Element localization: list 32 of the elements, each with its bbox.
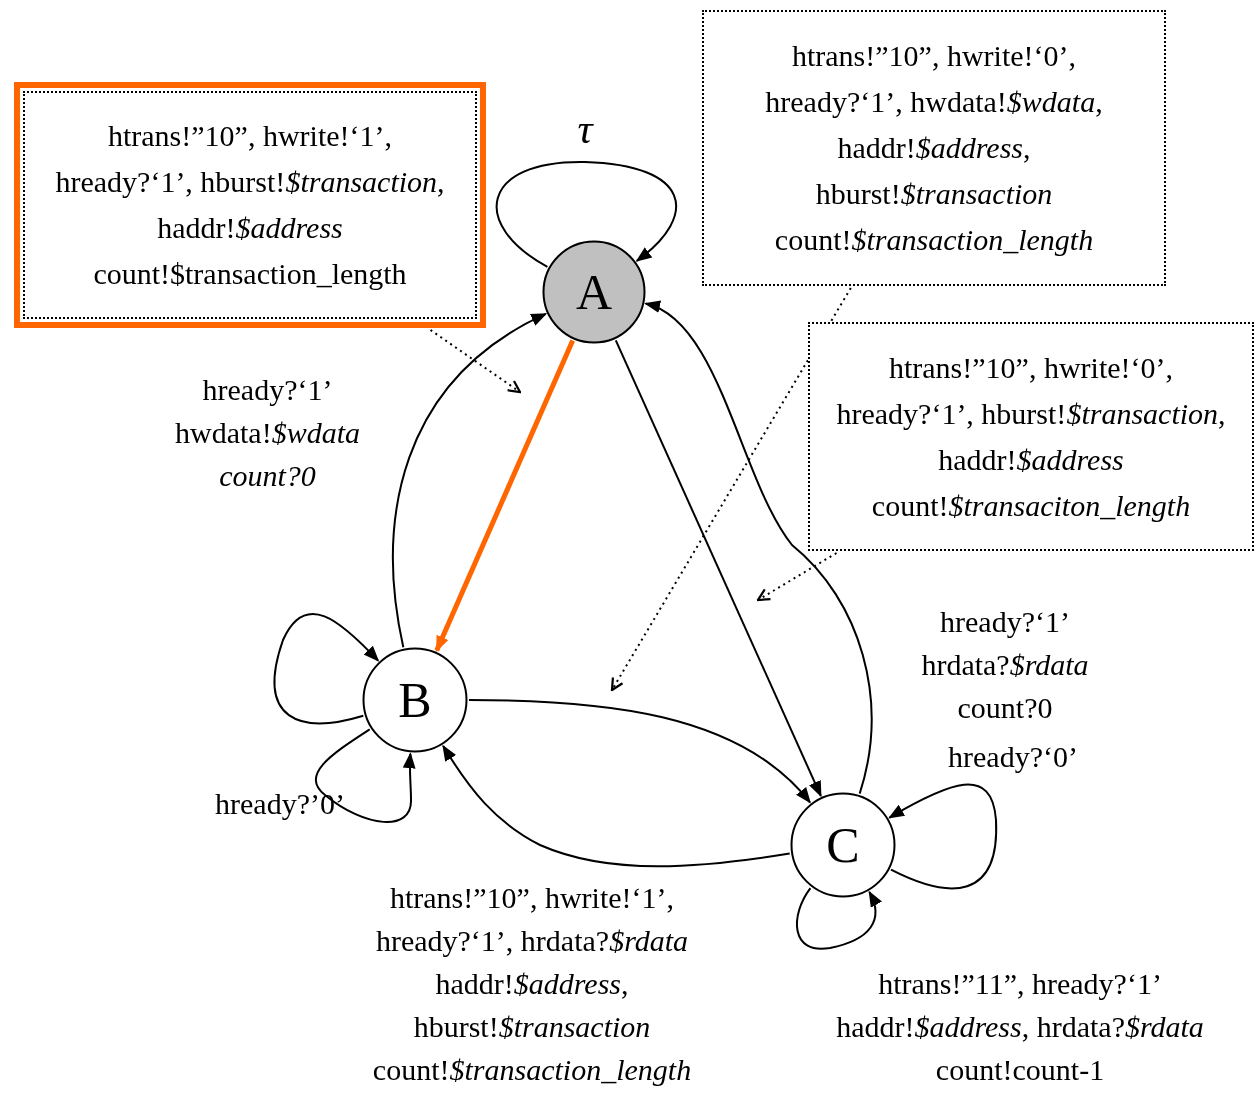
arrow (442, 744, 791, 868)
arrow (392, 312, 548, 649)
edge-label: htrans!”11”, hready?‘1’ haddr!$address, hrdata?$rdata count!count-1 (835, 966, 1205, 1088)
state-circle (362, 647, 468, 753)
arrow (468, 699, 811, 804)
self-loop-arrow (795, 887, 882, 950)
state-label: B (398, 675, 432, 725)
state-label: A (575, 267, 613, 317)
self-loop-arrow (273, 613, 380, 725)
leader-line (610, 287, 852, 692)
edge-label: hready?’0’ (214, 786, 346, 822)
edge-label: htrans!”10”, hwrite!‘1’, hready?‘1’, hrdata?$rdata haddr!$address, hburst!$transaction count!$transaction_length (371, 880, 693, 1088)
arrow (614, 339, 822, 798)
leader-line (756, 552, 838, 602)
self-loop-arrow (495, 161, 678, 268)
arrow (434, 339, 575, 652)
state-circle (790, 792, 896, 898)
leader-line (429, 329, 522, 394)
annotation-text: htrans!”10”, hwrite!‘1’, hready?‘1’, hburst!$transaction, haddr!$address count!$transaction_length (54, 118, 446, 292)
state-label: C (826, 820, 860, 870)
self-loop-arrow (888, 783, 997, 890)
state-circle (542, 240, 646, 344)
annotation-box (702, 10, 1166, 286)
annotation-text: htrans!”10”, hwrite!‘0’, hready?‘1’, hwdata!$wdata, haddr!$address, hburst!$transaction count!$transaction_length (764, 38, 1104, 258)
edge-label: hready?‘0’ (947, 739, 1079, 775)
arrow (644, 302, 873, 795)
annotation-box (14, 82, 486, 328)
edge-label: hready?‘1’ hwdata!$wdata count?0 (174, 372, 361, 494)
edge-label: τ (576, 108, 595, 151)
self-loop-arrow (314, 728, 416, 823)
annotation-text: htrans!”10”, hwrite!‘0’, hready?‘1’, hburst!$transaction, haddr!$address count!$transaciton_length (835, 349, 1227, 524)
annotation-box (808, 322, 1254, 551)
